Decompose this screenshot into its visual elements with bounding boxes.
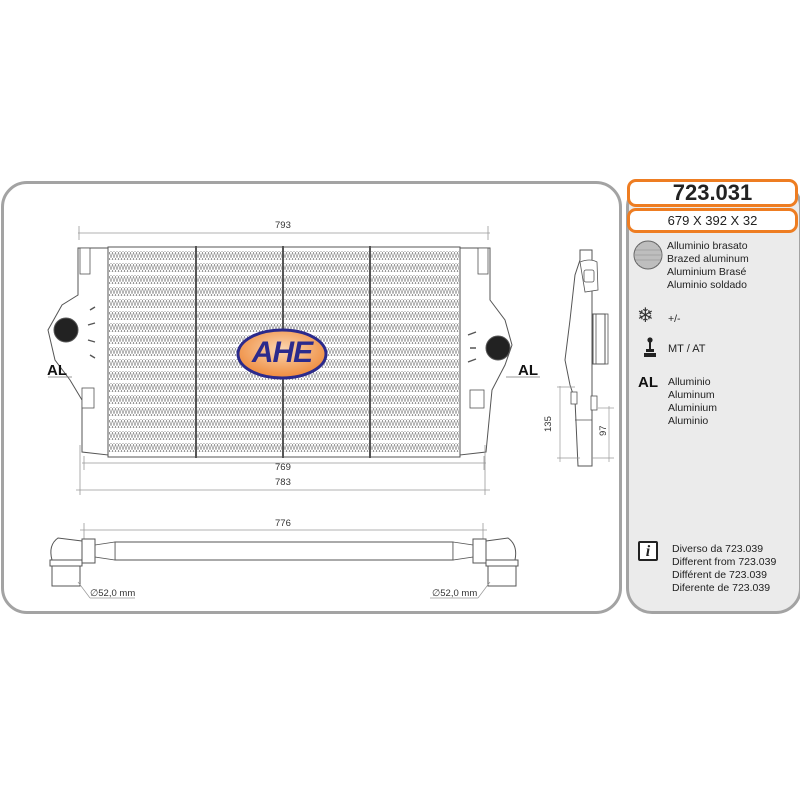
tank-material-en: Aluminum <box>668 389 715 401</box>
side-height-97-label: 97 <box>598 425 609 436</box>
total-width-label: 783 <box>275 477 291 488</box>
tank-material-spec: Alluminio Aluminum Aluminium Aluminio <box>668 376 717 428</box>
material-it: Alluminio brasato <box>667 240 748 252</box>
material-fr: Aluminium Brasé <box>667 266 747 278</box>
note-spec: Diverso da 723.039 Different from 723.03… <box>672 543 776 595</box>
top-view-drawing <box>49 523 519 599</box>
transmission-label: MT / AT <box>668 343 706 355</box>
material-es: Aluminio soldado <box>667 279 747 291</box>
right-tank-material-label: AL <box>518 362 538 379</box>
ahe-logo: AHE <box>236 328 328 380</box>
note-es: Diferente de 723.039 <box>672 582 771 594</box>
side-height-135-label: 135 <box>543 416 554 432</box>
info-icon: i <box>638 541 658 561</box>
material-spec: Alluminio brasato Brazed aluminum Alumin… <box>667 240 749 292</box>
ac-label: +/- <box>668 313 681 325</box>
info-icon-glyph: i <box>645 543 651 560</box>
snowflake-icon: ❄ <box>637 305 654 327</box>
side-view-drawing <box>557 249 614 467</box>
overall-width-label: 793 <box>275 220 291 231</box>
note-fr: Différent de 723.039 <box>672 569 767 581</box>
top-length-label: 776 <box>275 518 291 529</box>
aluminum-tank-icon: AL <box>638 374 658 391</box>
core-width-label: 769 <box>275 462 291 473</box>
right-pipe-diameter-label: ∅52,0 mm <box>432 588 478 599</box>
note-it: Diverso da 723.039 <box>672 543 764 555</box>
brazed-core-icon <box>633 240 663 270</box>
tank-material-it: Alluminio <box>668 376 711 388</box>
tank-material-fr: Aluminium <box>668 402 718 414</box>
tank-material-es: Aluminio <box>668 415 709 427</box>
gear-shift-icon <box>644 337 656 357</box>
logo-text: AHE <box>251 336 313 369</box>
material-en: Brazed aluminum <box>667 253 749 265</box>
product-code: 723.031 <box>627 179 798 207</box>
left-pipe-diameter-label: ∅52,0 mm <box>90 588 136 599</box>
product-dimensions: 679 X 392 X 32 <box>627 208 798 233</box>
left-tank-material-label: AL <box>47 362 67 379</box>
note-en: Different from 723.039 <box>672 556 777 568</box>
